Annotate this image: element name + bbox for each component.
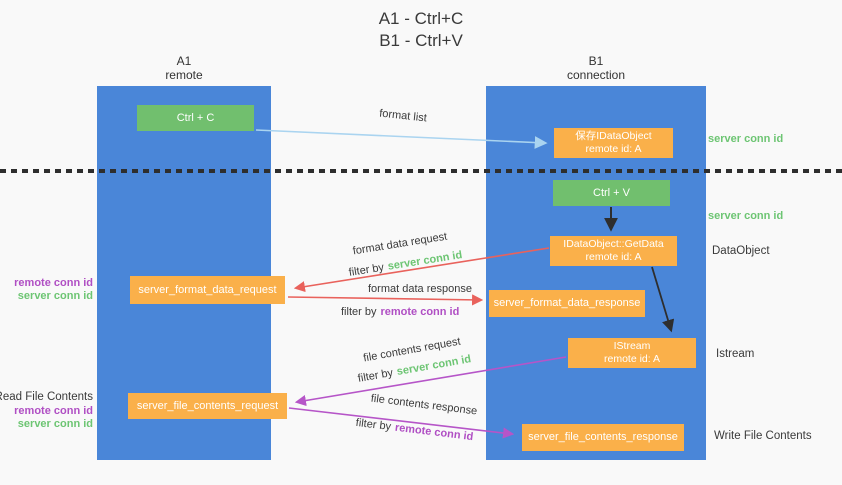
column-header-a1: A1 remote	[97, 54, 271, 82]
format-request-box: server_format_data_request	[130, 276, 285, 304]
diagram-title: A1 - Ctrl+C B1 - Ctrl+V	[0, 8, 842, 52]
istream-annotation: Istream	[716, 348, 755, 360]
ctrl-v-action-box: Ctrl + V	[553, 180, 670, 206]
ctrl-v-label: Ctrl + V	[593, 186, 630, 199]
ctrl-c-action-box: Ctrl + C	[137, 105, 254, 131]
server-conn-id-annotation-file: server conn id	[17, 418, 93, 430]
filter-by-text: filter by	[341, 306, 377, 318]
server-conn-id-annotation-format: server conn id	[17, 290, 93, 302]
format-response-box: server_format_data_response	[489, 290, 645, 317]
dataobject-annotation: DataObject	[712, 245, 770, 257]
filter-by-text: filter by	[356, 366, 394, 385]
column-b1-role: connection	[566, 68, 626, 82]
istream-line1: IStream	[613, 340, 651, 352]
save-dataobject-line1: 保存IDataObject	[575, 130, 652, 142]
remote-conn-id-annotation-file: remote conn id	[14, 405, 93, 417]
istream-box: IStream remote id: A	[568, 338, 696, 368]
filter-by-text: filter by	[347, 261, 385, 279]
file-request-label: server_file_contents_request	[136, 399, 279, 412]
remote-conn-id-annotation-format: remote conn id	[14, 277, 93, 289]
getdata-line2: remote id: A	[585, 251, 642, 263]
format-conn-id-annotations: remote conn id server conn id	[14, 277, 93, 303]
column-a1-name: A1	[176, 54, 192, 68]
title-line-2: B1 - Ctrl+V	[379, 31, 463, 50]
istream-line2: remote id: A	[603, 353, 661, 365]
format-list-label: format list	[378, 107, 428, 125]
write-file-contents-annotation: Write File Contents	[714, 430, 812, 442]
ctrl-c-label: Ctrl + C	[176, 111, 215, 124]
format-data-response-label: format data response	[368, 283, 472, 295]
remote-conn-id-text: remote conn id	[380, 306, 460, 318]
server-conn-id-annotation-mid: server conn id	[708, 210, 784, 222]
file-response-label: server_file_contents_response	[528, 431, 678, 443]
remote-conn-id-text: remote conn id	[394, 421, 474, 444]
arrow-format-data-response	[287, 294, 484, 306]
save-dataobject-line2: remote id: A	[585, 143, 642, 155]
format-request-label: server_format_data_request	[138, 283, 277, 296]
column-b1-name: B1	[588, 54, 604, 68]
server-conn-id-text: server conn id	[386, 249, 464, 273]
save-dataobject-box: 保存IDataObject remote id: A	[554, 128, 673, 158]
file-conn-id-annotations: remote conn id server conn id	[14, 405, 93, 431]
column-header-b1: B1 connection	[486, 54, 706, 82]
filter-by-text: filter by	[355, 416, 392, 434]
column-a1-role: remote	[165, 68, 203, 82]
file-response-box: server_file_contents_response	[522, 424, 684, 451]
read-file-contents-annotation: Read File Contents	[0, 391, 93, 403]
getdata-line1: IDataObject::GetData	[563, 238, 664, 250]
server-conn-id-annotation-top: server conn id	[708, 133, 784, 145]
file-request-box: server_file_contents_request	[128, 393, 287, 419]
title-line-1: A1 - Ctrl+C	[378, 9, 464, 28]
session-divider-dotted-line	[0, 169, 842, 173]
getdata-box: IDataObject::GetData remote id: A	[550, 236, 677, 266]
format-response-label: server_format_data_response	[493, 297, 641, 309]
file-contents-response-label: file contents response	[370, 392, 478, 418]
